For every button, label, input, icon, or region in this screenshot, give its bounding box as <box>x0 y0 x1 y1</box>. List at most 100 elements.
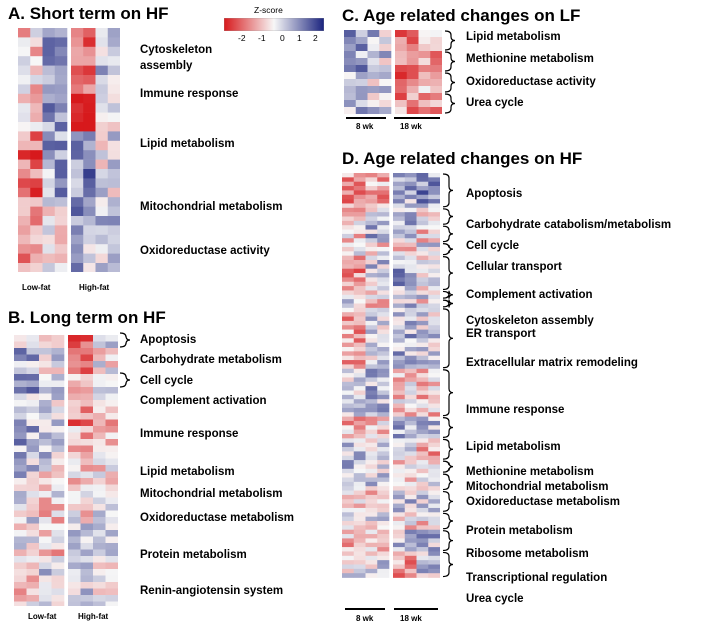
heatmap-cell <box>416 286 429 291</box>
row-group-bracket <box>442 173 454 208</box>
heatmap-d <box>342 173 440 578</box>
heatmap-cell <box>51 432 65 440</box>
heatmap-cell <box>93 504 106 511</box>
heatmap-cell <box>416 468 429 474</box>
heatmap-cell <box>393 499 406 504</box>
heatmap-cell <box>42 37 56 48</box>
label-b-oxidoreductase: Oxidoreductase metabolism <box>140 512 295 524</box>
heatmap-cell <box>393 425 406 430</box>
heatmap-cell <box>393 547 406 552</box>
heatmap-cell <box>365 438 378 443</box>
heatmap-cell <box>93 393 106 401</box>
heatmap-cell <box>353 316 366 322</box>
row-group-bracket <box>442 417 454 438</box>
heatmap-cell <box>105 569 118 576</box>
heatmap-cell <box>404 177 417 182</box>
heatmap-cell <box>404 351 417 356</box>
row-group-bracket <box>442 460 454 473</box>
heatmap-cell <box>365 416 378 422</box>
heatmap-cell <box>416 529 429 535</box>
heatmap-cell <box>342 360 355 365</box>
heatmap-cell <box>393 564 406 570</box>
heatmap-cell <box>54 131 68 142</box>
heatmap-cell <box>404 412 417 417</box>
heatmap-cell <box>377 555 390 561</box>
heatmap-cell <box>416 264 429 269</box>
heatmap-cell <box>342 268 355 274</box>
heatmap-cell <box>355 37 368 45</box>
heatmap-cell <box>342 207 355 213</box>
heatmap-cell <box>428 386 440 391</box>
heatmap-cell <box>353 390 366 396</box>
heatmap-cell <box>430 79 442 87</box>
heatmap-cell <box>355 72 368 80</box>
heatmap-cell <box>18 150 31 160</box>
heatmap-cell <box>365 534 378 539</box>
heatmap-cell <box>377 534 390 539</box>
heatmap-cell <box>93 536 106 544</box>
heatmap-cell <box>39 348 52 355</box>
heatmap-cell <box>355 58 368 66</box>
heatmap-cell <box>428 555 440 561</box>
heatmap-cell <box>404 273 417 278</box>
heatmap-cell <box>83 159 96 170</box>
heatmap-cell <box>39 406 52 414</box>
heatmap-cell <box>18 216 31 226</box>
heatmap-cell <box>379 30 392 38</box>
heatmap-cell <box>353 521 366 526</box>
heatmap-cell <box>39 413 52 420</box>
heatmap-cell <box>393 229 406 235</box>
heatmap-cell <box>393 381 406 387</box>
heatmap-cell <box>105 361 118 368</box>
heatmap-cell <box>404 386 417 391</box>
heatmap-cell <box>416 203 429 209</box>
heatmap-cell <box>80 497 94 505</box>
heatmap-cell <box>377 542 390 548</box>
heatmap-cell <box>342 438 355 443</box>
heatmap-cell <box>377 294 390 300</box>
heatmap-cell <box>406 51 419 59</box>
heatmap-cell <box>51 491 65 498</box>
heatmap-cell <box>95 263 109 272</box>
heatmap-cell <box>14 582 27 589</box>
heatmap-cell <box>393 190 406 196</box>
heatmap-cell <box>365 425 378 430</box>
heatmap-cell <box>393 238 406 243</box>
heatmap-cell <box>353 568 366 574</box>
heatmap-cell <box>367 65 380 73</box>
heatmap-cell <box>393 464 406 470</box>
row-group-bracket <box>442 551 454 578</box>
heatmap-cell <box>428 507 440 513</box>
heatmap-cell <box>26 588 40 596</box>
heatmap-cell <box>353 386 366 391</box>
heatmap-cell <box>353 516 366 522</box>
heatmap-cell <box>344 93 357 101</box>
heatmap-cell <box>342 434 355 439</box>
heatmap-cell <box>377 290 390 296</box>
heatmap-cell <box>68 387 81 394</box>
heatmap-cell <box>393 186 406 191</box>
heatmap-cell <box>355 86 368 94</box>
heatmap-cell <box>342 290 355 296</box>
heatmap-cell <box>51 426 65 433</box>
heatmap-cell <box>404 173 417 178</box>
heatmap-cell <box>428 516 440 522</box>
heatmap-cell <box>93 517 106 524</box>
heatmap-cell <box>428 207 440 213</box>
heatmap-cell <box>377 325 390 330</box>
heatmap-cell <box>404 364 417 370</box>
heatmap-cell <box>83 84 96 95</box>
heatmap-cell <box>39 458 52 466</box>
heatmap-cell <box>342 194 355 200</box>
heatmap-cell <box>105 562 118 570</box>
heatmap-cell <box>105 504 118 511</box>
heatmap-cell <box>83 46 96 57</box>
heatmap-cell <box>30 263 43 272</box>
heatmap-cell <box>428 486 440 491</box>
heatmap-cell <box>71 187 84 198</box>
heatmap-cell <box>93 543 106 550</box>
heatmap-cell <box>107 169 120 179</box>
heatmap-cell <box>365 455 378 461</box>
heatmap-cell <box>393 281 406 287</box>
heatmap-cell <box>416 473 429 478</box>
